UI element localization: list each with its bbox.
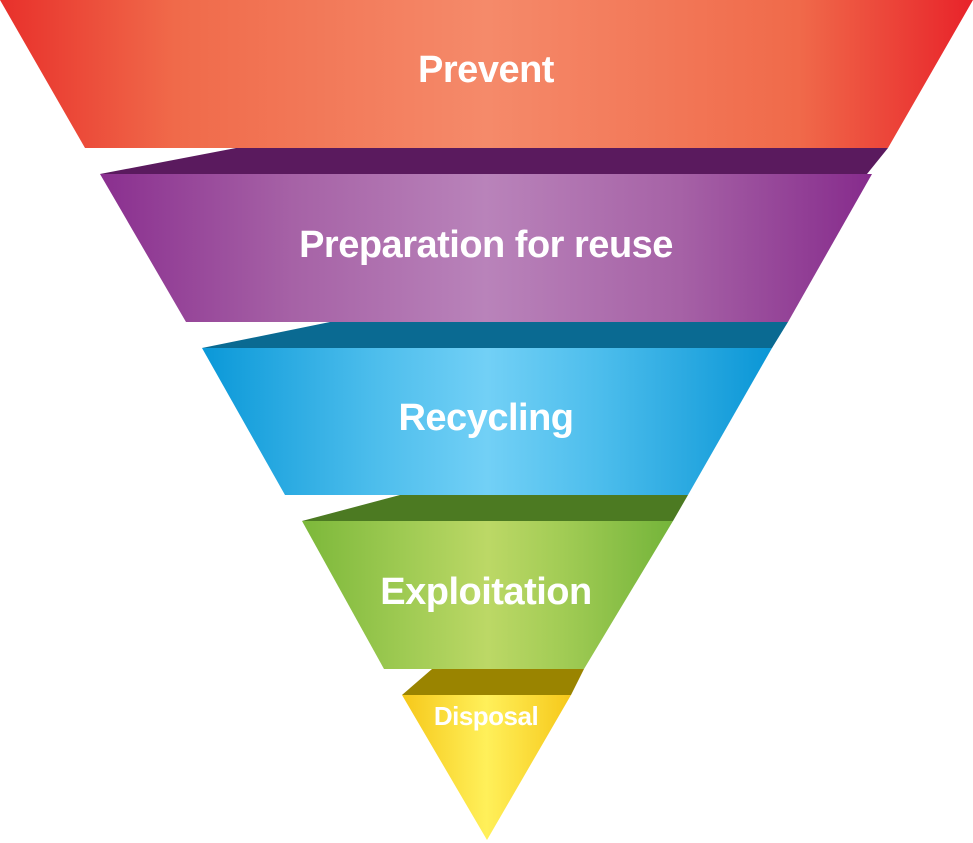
- tier-ledge-green: [302, 495, 688, 521]
- tier-exploitation: [302, 521, 673, 669]
- tier-label-prevent: Prevent: [418, 49, 555, 91]
- tier-preparation-for-reuse: [100, 174, 872, 322]
- tier-ledge-purple: [100, 148, 888, 174]
- tier-label-exploitation: Exploitation: [380, 571, 591, 613]
- tier-prevent: [0, 0, 973, 148]
- tier-label-disposal: Disposal: [434, 701, 538, 731]
- tier-ledge-blue: [202, 322, 788, 348]
- tier-ledge-yellow: [402, 669, 584, 695]
- tier-label-preparation-for-reuse: Preparation for reuse: [299, 224, 673, 266]
- tier-recycling: [202, 348, 772, 495]
- tier-disposal: [402, 695, 571, 840]
- tier-label-recycling: Recycling: [398, 397, 573, 439]
